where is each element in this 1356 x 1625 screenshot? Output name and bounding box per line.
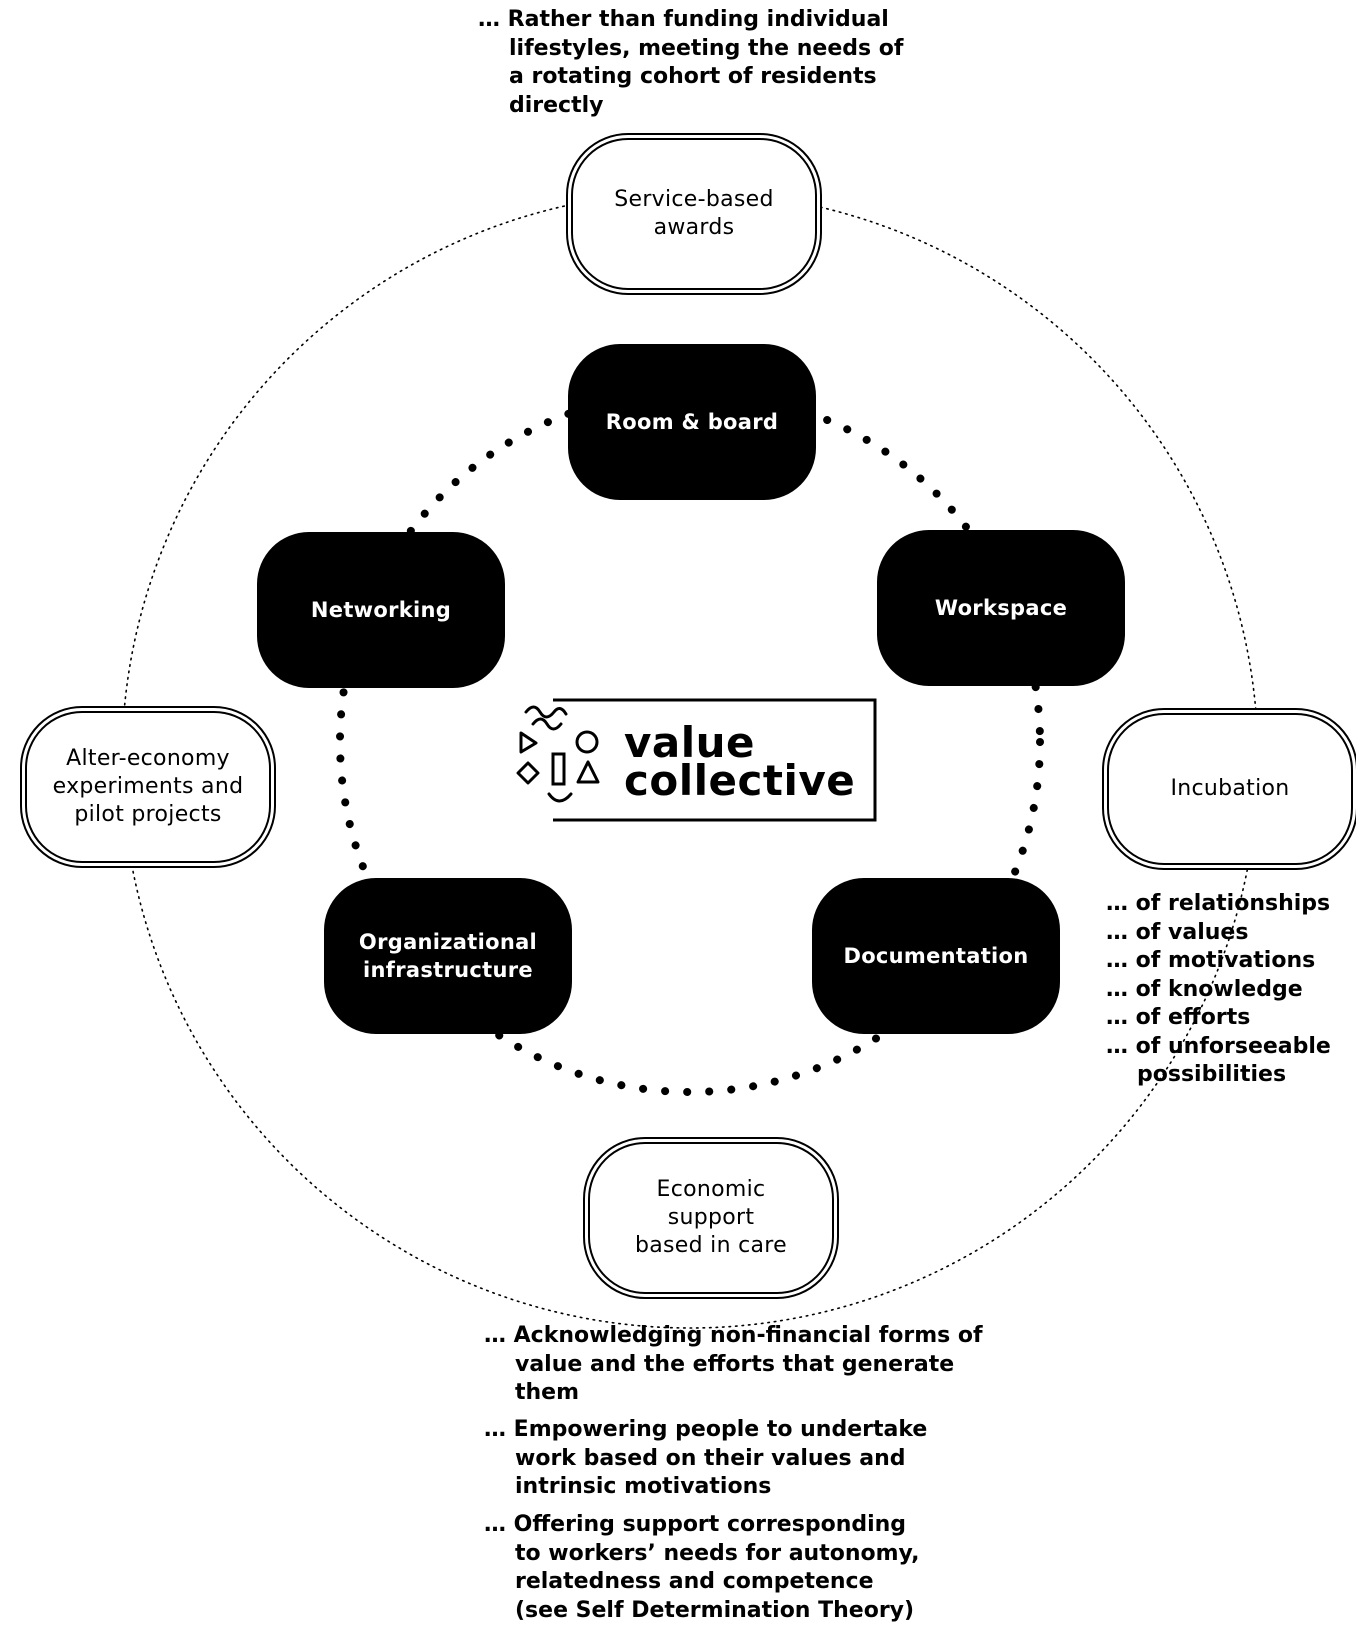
incubation-list: … of relationships … of values … of moti… bbox=[1106, 890, 1331, 1090]
node-workspace: Workspace bbox=[877, 530, 1125, 686]
list-item: … of motivations bbox=[1106, 947, 1331, 976]
note-line: … Acknowledging non-financial forms of bbox=[484, 1322, 983, 1351]
node-networking: Networking bbox=[257, 532, 505, 688]
node-label: support bbox=[635, 1204, 787, 1232]
node-label: Economic bbox=[635, 1176, 787, 1204]
node-label: Documentation bbox=[843, 942, 1028, 970]
top-note-line: a rotating cohort of residents bbox=[478, 63, 903, 92]
bottom-note-1: … Acknowledging non-financial forms of v… bbox=[484, 1322, 983, 1408]
node-label: based in care bbox=[635, 1232, 787, 1260]
node-label: Networking bbox=[311, 596, 451, 624]
triangle-shape-icon bbox=[578, 762, 598, 782]
node-label: Service-based bbox=[614, 186, 774, 214]
node-label: pilot projects bbox=[53, 801, 244, 829]
node-label: Room & board bbox=[606, 408, 778, 436]
list-item: … of values bbox=[1106, 919, 1331, 948]
smile-arc-icon bbox=[549, 794, 571, 801]
bottom-note-2: … Empowering people to undertake work ba… bbox=[484, 1416, 927, 1502]
node-label: infrastructure bbox=[359, 956, 537, 984]
note-line: … Empowering people to undertake bbox=[484, 1416, 927, 1445]
node-economic-support: Economic support based in care bbox=[583, 1137, 839, 1299]
node-label: experiments and bbox=[53, 773, 244, 801]
list-item: possibilities bbox=[1106, 1061, 1331, 1090]
top-note-line: directly bbox=[478, 92, 903, 121]
node-label: Incubation bbox=[1170, 775, 1289, 803]
node-label: Organizational bbox=[359, 928, 537, 956]
squiggle-icon bbox=[526, 707, 566, 717]
squiggle-icon-2 bbox=[533, 719, 561, 729]
note-line: work based on their values and bbox=[484, 1445, 927, 1474]
top-note-line: … Rather than funding individual bbox=[478, 6, 903, 35]
node-label: Workspace bbox=[935, 594, 1067, 622]
rectangle-shape-icon bbox=[553, 754, 564, 784]
node-label: awards bbox=[614, 214, 774, 242]
list-item: … of unforseeable bbox=[1106, 1033, 1331, 1062]
list-item: … of knowledge bbox=[1106, 976, 1331, 1005]
note-line: intrinsic motivations bbox=[484, 1473, 927, 1502]
play-triangle-icon bbox=[521, 733, 536, 752]
node-incubation: Incubation bbox=[1102, 708, 1356, 870]
logo-line-2: collective bbox=[624, 762, 855, 800]
top-note: … Rather than funding individual lifesty… bbox=[478, 6, 903, 120]
node-room-and-board: Room & board bbox=[568, 344, 816, 500]
note-line: value and the efforts that generate bbox=[484, 1351, 983, 1380]
node-documentation: Documentation bbox=[812, 878, 1060, 1034]
note-line: them bbox=[484, 1379, 983, 1408]
node-label: Alter-economy bbox=[53, 745, 244, 773]
note-line: relatedness and competence bbox=[484, 1568, 920, 1597]
top-note-line: lifestyles, meeting the needs of bbox=[478, 35, 903, 64]
logo-wordmark: value collective bbox=[624, 724, 855, 800]
diamond-shape-icon bbox=[518, 763, 538, 783]
list-item: … of efforts bbox=[1106, 1004, 1331, 1033]
list-item: … of relationships bbox=[1106, 890, 1331, 919]
bottom-note-3: … Offering support corresponding to work… bbox=[484, 1511, 920, 1625]
note-line: (see Self Determination Theory) bbox=[484, 1597, 920, 1625]
node-alter-economy: Alter-economy experiments and pilot proj… bbox=[20, 706, 276, 868]
note-line: to workers’ needs for autonomy, bbox=[484, 1540, 920, 1569]
note-line: … Offering support corresponding bbox=[484, 1511, 920, 1540]
node-organizational-infrastructure: Organizational infrastructure bbox=[324, 878, 572, 1034]
circle-shape-icon bbox=[577, 732, 597, 752]
node-service-based-awards: Service-based awards bbox=[566, 133, 822, 295]
